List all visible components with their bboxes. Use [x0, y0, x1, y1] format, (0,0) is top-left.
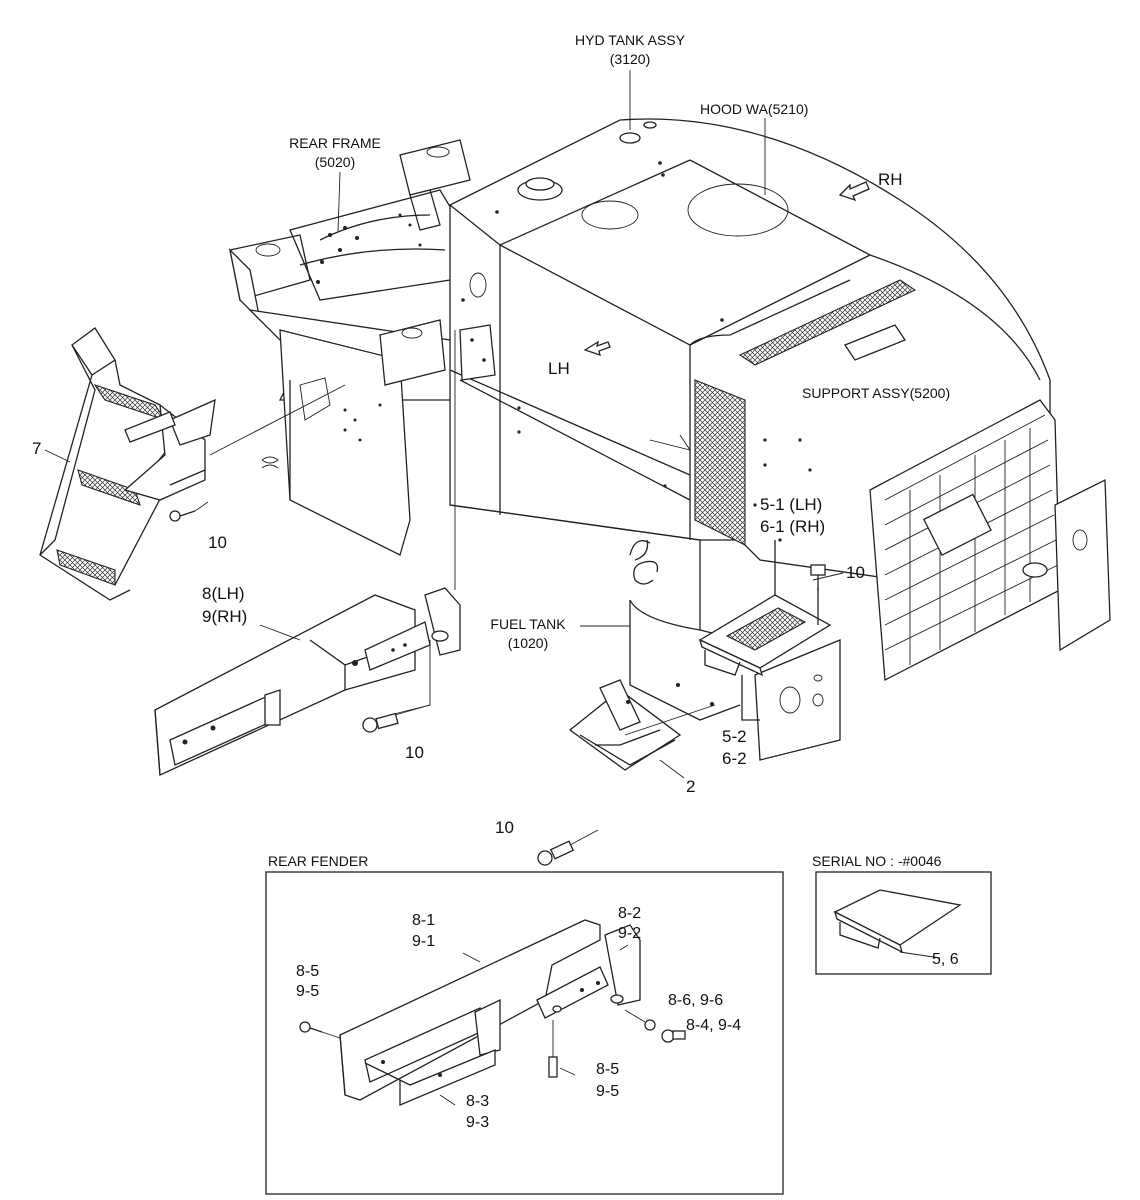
label-part-2: 2	[686, 777, 695, 796]
label-rf-8-4: 8-4, 9-4	[686, 1017, 741, 1034]
label-part-10-c: 10	[405, 743, 424, 762]
label-step-6-2: 6-2	[722, 749, 747, 768]
label-part-8: 8(LH)	[202, 584, 245, 603]
bracket-drawing	[568, 679, 716, 771]
label-hood: HOOD WA(5210)	[700, 101, 808, 117]
label-support: SUPPORT ASSY(5200)	[802, 385, 950, 401]
label-rf-8-5-b: 8-5	[596, 1061, 619, 1078]
label-rf-8-2: 8-2	[618, 905, 641, 922]
arrow-rh-icon	[838, 181, 870, 202]
label-rf-9-3: 9-3	[466, 1114, 489, 1131]
label-fuel-tank-title: FUEL TANK	[490, 616, 566, 632]
label-step-5-1: 5-1 (LH)	[760, 495, 822, 514]
label-hyd-tank-title: HYD TANK ASSY	[575, 32, 686, 48]
label-rear-frame-code: (5020)	[315, 154, 355, 170]
label-step-6-1: 6-1 (RH)	[760, 517, 825, 536]
label-part-7: 7	[32, 439, 41, 458]
label-rf-8-1: 8-1	[412, 912, 435, 929]
label-lh: LH	[548, 359, 570, 378]
label-rf-9-5-a: 9-5	[296, 983, 319, 1000]
label-serial-no: SERIAL NO : -#0046	[812, 853, 942, 869]
rear-frame-drawing	[228, 139, 471, 556]
serial-no-detail	[815, 871, 992, 975]
label-rh: RH	[878, 170, 903, 189]
ladder-drawing	[39, 327, 346, 601]
bolts-drawing	[169, 501, 599, 866]
label-serial-parts: 5, 6	[932, 951, 959, 968]
label-rf-8-6: 8-6, 9-6	[668, 992, 723, 1009]
label-part-10-a: 10	[208, 533, 227, 552]
label-step-5-2: 5-2	[722, 727, 747, 746]
label-rf-9-1: 9-1	[412, 933, 435, 950]
label-hyd-tank-code: (3120)	[610, 51, 650, 67]
label-part-10-b: 10	[846, 563, 865, 582]
label-rf-8-5-a: 8-5	[296, 963, 319, 980]
arrow-lh-icon	[583, 340, 611, 356]
fender-drawing	[154, 324, 496, 776]
label-rf-9-2: 9-2	[618, 925, 641, 942]
leader-lines	[44, 70, 844, 779]
hood-drawing	[449, 118, 1111, 761]
label-fuel-tank-code: (1020)	[508, 635, 548, 651]
label-rf-8-3: 8-3	[466, 1093, 489, 1110]
label-part-9: 9(RH)	[202, 607, 247, 626]
label-rear-fender-title: REAR FENDER	[268, 853, 368, 869]
rear-fender-detail	[265, 871, 784, 1195]
label-rear-frame-title: REAR FRAME	[289, 135, 381, 151]
step-plate-drawing	[698, 540, 832, 721]
label-rf-9-5-b: 9-5	[596, 1083, 619, 1100]
label-part-10-d: 10	[495, 818, 514, 837]
